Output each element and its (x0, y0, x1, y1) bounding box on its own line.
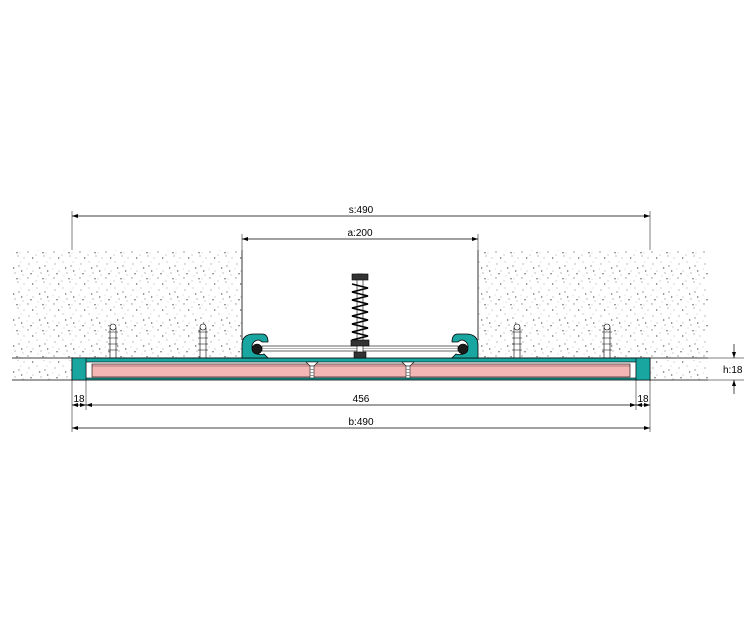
concrete-slab-left (12, 250, 242, 380)
dimension-chain: 18 456 18 (71, 380, 651, 432)
screw-right (401, 361, 415, 379)
spring-centering-bolt (350, 273, 370, 359)
dimension-left-flange-label: 18 (73, 394, 85, 405)
dimension-a: a:200 (241, 228, 479, 250)
dimension-b: b:490 (72, 417, 650, 430)
dimension-s-label: s:490 (349, 205, 374, 216)
dimension-h: h:18 (708, 344, 744, 394)
screw-left (305, 361, 319, 379)
countersunk-screws (305, 361, 415, 379)
side-gasket-left (241, 333, 269, 359)
dimension-h-label: h:18 (723, 365, 743, 376)
elastomer-insert (91, 363, 631, 378)
dimension-right-flange-label: 18 (637, 394, 649, 405)
dimension-s: s:490 (71, 205, 651, 250)
dimension-center-width-label: 456 (353, 394, 370, 405)
dimension-b-label: b:490 (348, 417, 373, 428)
dimension-a-label: a:200 (347, 228, 372, 239)
